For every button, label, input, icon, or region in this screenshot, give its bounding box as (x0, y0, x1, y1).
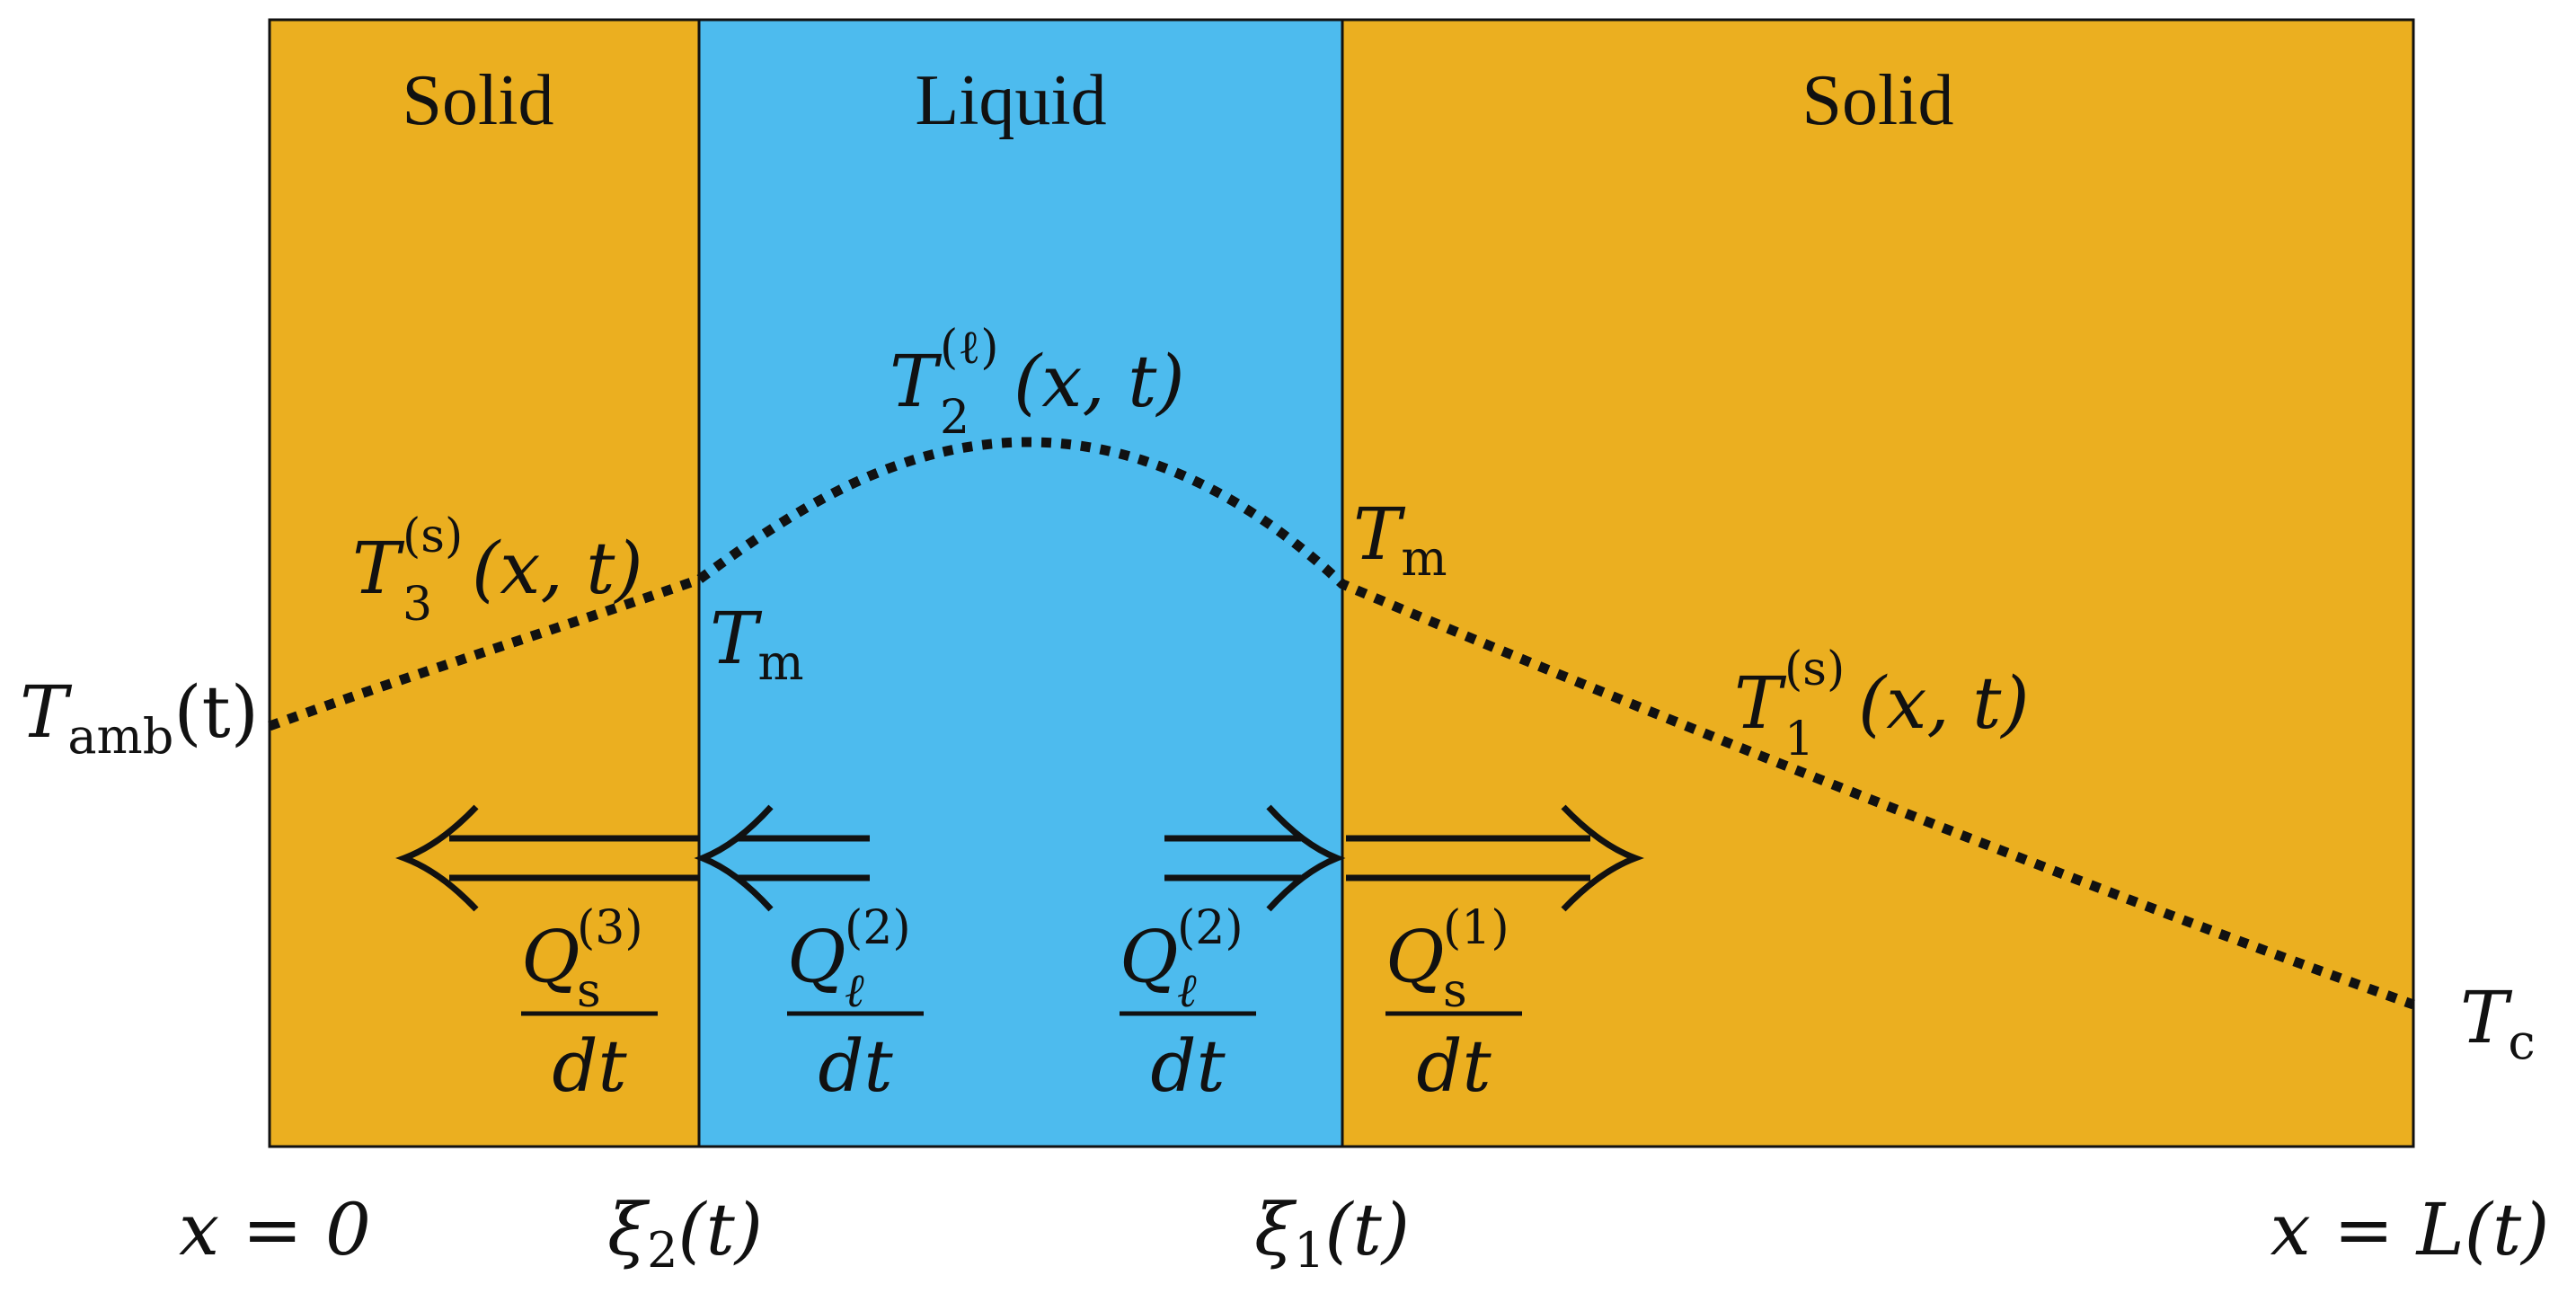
t1-solid-sup: (s) (1784, 642, 1845, 696)
svg-text:Q: Q (1385, 915, 1445, 998)
svg-text:(3): (3) (577, 901, 643, 955)
svg-text:dt: dt (1416, 1024, 1492, 1108)
t2-liquid-arg: (x, t) (1014, 340, 1185, 423)
right-solid-region (1341, 18, 2415, 1148)
q2-left-fraction: Q (2) ℓ dt (787, 901, 924, 1108)
flux-arrow-liquid-right (1164, 804, 1346, 912)
flux-arrow-solid-left (395, 804, 699, 912)
t3-solid-arg: (x, t) (472, 527, 643, 610)
svg-text:dt: dt (818, 1024, 893, 1108)
t-melt-left-label: Tm (710, 597, 804, 691)
left-solid-label: Solid (403, 61, 554, 140)
t1-solid-arg: (x, t) (1858, 661, 2030, 745)
xi2-label: ξ2(t) (607, 1188, 763, 1279)
svg-text:(2): (2) (845, 901, 911, 955)
left-solid-region (268, 18, 701, 1148)
temperature-profile-curve (268, 437, 2415, 1010)
t1-solid-label: T (1734, 661, 1787, 745)
q2-right-fraction: Q (2) ℓ dt (1120, 901, 1256, 1108)
liquid-region (697, 18, 1344, 1148)
t-melt-right-label: Tm (1353, 492, 1447, 587)
t3-solid-sup: (s) (403, 509, 463, 563)
t-amb-label: Tamb(t) (20, 670, 259, 765)
svg-text:dt: dt (1150, 1024, 1226, 1108)
t1-solid-sub: 1 (1784, 713, 1814, 766)
svg-text:dt: dt (552, 1024, 627, 1108)
svg-text:(1): (1) (1443, 901, 1509, 955)
t2-liquid-label: T (890, 340, 943, 423)
svg-text:ℓ: ℓ (1177, 964, 1197, 1018)
flux-arrow-liquid-left (694, 804, 870, 912)
svg-text:s: s (1443, 964, 1467, 1018)
svg-text:Q: Q (521, 915, 580, 998)
x-zero-label: x = 0 (179, 1188, 371, 1271)
svg-text:(2): (2) (1177, 901, 1244, 955)
right-solid-label: Solid (1802, 61, 1954, 140)
t3-solid-label: T (352, 527, 405, 610)
svg-text:Q: Q (787, 915, 846, 998)
q1-fraction: Q (1) s dt (1385, 901, 1522, 1108)
svg-text:ℓ: ℓ (845, 964, 864, 1018)
svg-text:Q: Q (1120, 915, 1179, 998)
t3-solid-sub: 3 (403, 578, 432, 632)
xi1-label: ξ1(t) (1254, 1188, 1410, 1279)
x-length-label: x = L(t) (2271, 1188, 2550, 1271)
svg-text:s: s (577, 964, 601, 1018)
t2-liquid-sub: 2 (940, 391, 969, 445)
t-cold-label: Tc (2460, 976, 2536, 1070)
flux-arrow-solid-right (1346, 804, 1644, 912)
q3-fraction: Q (3) s dt (521, 901, 658, 1108)
liquid-label: Liquid (915, 61, 1106, 140)
t2-liquid-sup: (ℓ) (940, 321, 998, 375)
